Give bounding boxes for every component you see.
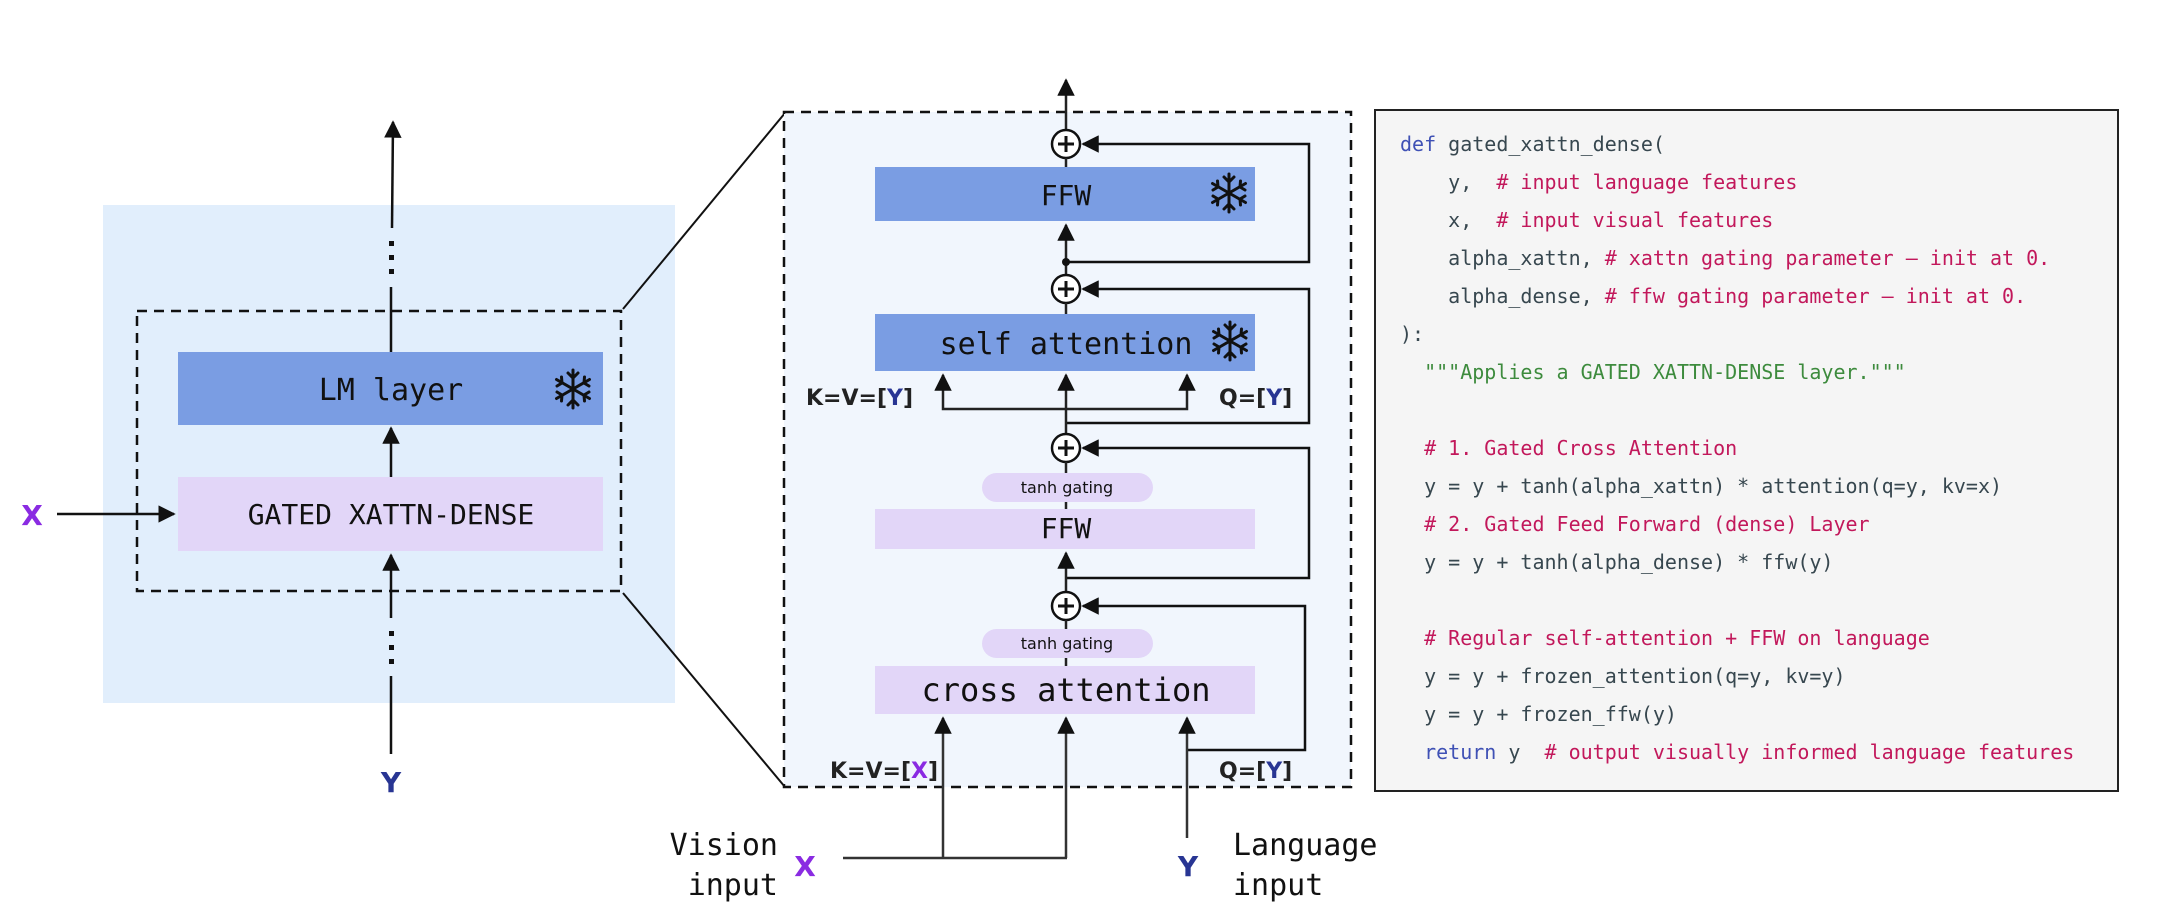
vision-input-var: X	[794, 850, 816, 883]
code-line: y = y + frozen_ffw(y)	[1400, 695, 2117, 733]
plus-circle-icon	[1050, 273, 1082, 305]
vision-input-label-line2: input	[688, 868, 778, 903]
code-keyword: return	[1400, 740, 1497, 764]
plus-circle-icon	[1050, 128, 1082, 160]
code-line: y, # input language features	[1400, 163, 2117, 201]
output-arrow	[384, 120, 402, 229]
plus-circle-icon	[1050, 590, 1082, 622]
code-line: x, # input visual features	[1400, 201, 2117, 239]
code-text: y = y + frozen_attention(q=y, kv=y)	[1400, 664, 1846, 688]
gated-xattn-dense-block: GATED XATTN-DENSE	[178, 477, 603, 551]
residual-skip-line	[1066, 439, 1311, 580]
lm-layer-label: LM layer	[319, 373, 464, 408]
y-input-label: Y	[380, 766, 402, 799]
code-comment: # 1. Gated Cross Attention	[1400, 436, 1738, 460]
code-text: x,	[1400, 208, 1497, 232]
code-line: alpha_xattn, # xattn gating parameter – …	[1400, 239, 2117, 277]
code-text: y = y + tanh(alpha_dense) * ffw(y)	[1400, 550, 1834, 574]
code-text: y = y + frozen_ffw(y)	[1400, 702, 1677, 726]
code-line	[1400, 581, 2117, 619]
language-input: Y Language input	[1177, 828, 1378, 903]
ellipsis-bottom	[389, 631, 394, 664]
code-block: def gated_xattn_dense( y, # input langua…	[1374, 109, 2119, 792]
cross-attention-label: cross attention	[922, 671, 1211, 709]
code-text: y = y + tanh(alpha_xattn) * attention(q=…	[1400, 474, 2003, 498]
self-attention-block: self attention	[875, 314, 1255, 371]
cross-attn-kv-label: K=V=[X]	[830, 759, 938, 784]
ffw-frozen-label: FFW	[1041, 179, 1092, 212]
code-text: y,	[1400, 170, 1497, 194]
residual-skip-line	[1066, 135, 1311, 264]
tanh-gating-label: tanh gating	[1021, 634, 1113, 653]
ffw-gated-label: FFW	[1041, 512, 1092, 545]
code-line: # 1. Gated Cross Attention	[1400, 429, 2117, 467]
ellipsis-top	[389, 241, 394, 274]
zoom-line-bottom	[622, 592, 786, 788]
code-line	[1400, 391, 2117, 429]
code-line: ):	[1400, 315, 2117, 353]
plus-circle-icon	[1050, 432, 1082, 464]
language-input-label-line1: Language	[1233, 828, 1378, 863]
middle-panel: FFW self attention K=V=[Y] Q=[Y] tanh ga…	[782, 78, 1353, 789]
cross-attention-block: cross attention	[875, 666, 1255, 714]
language-input-var: Y	[1177, 850, 1199, 883]
zoom-line-top	[622, 112, 786, 310]
tanh-gating-pill: tanh gating	[982, 473, 1153, 502]
code-keyword: def	[1400, 132, 1437, 156]
code-line: """Applies a GATED XATTN-DENSE layer."""	[1400, 353, 2117, 391]
self-attn-q-label: Q=[Y]	[1219, 386, 1292, 411]
code-docstring: """Applies a GATED XATTN-DENSE layer."""	[1400, 360, 1906, 384]
vision-input-label-line1: Vision	[670, 828, 778, 863]
junction-dot	[1062, 258, 1070, 266]
cross-attention-inputs	[843, 716, 1196, 860]
self-attn-kv-label: K=V=[Y]	[806, 386, 913, 411]
code-line: def gated_xattn_dense(	[1400, 125, 2117, 163]
code-comment: # xattn gating parameter – init at 0.	[1604, 246, 2051, 270]
code-comment: # ffw gating parameter – init at 0.	[1604, 284, 2027, 308]
code-line: y = y + tanh(alpha_xattn) * attention(q=…	[1400, 467, 2117, 505]
code-line: # Regular self-attention + FFW on langua…	[1400, 619, 2117, 657]
code-comment: # 2. Gated Feed Forward (dense) Layer	[1400, 512, 1870, 536]
code-line: y = y + tanh(alpha_dense) * ffw(y)	[1400, 543, 2117, 581]
self-attention-label: self attention	[940, 327, 1193, 362]
x-input-label: X	[21, 499, 43, 532]
code-comment: # input language features	[1496, 170, 1798, 194]
layer-zoom-dashed-box	[135, 309, 623, 593]
code-text: y	[1496, 740, 1545, 764]
language-input-label-line2: input	[1233, 868, 1323, 903]
lm-layer-block: LM layer	[178, 352, 603, 425]
gated-xattn-dense-label: GATED XATTN-DENSE	[248, 498, 535, 531]
residual-skip-line	[1081, 597, 1307, 752]
cross-attn-q-label: Q=[Y]	[1219, 759, 1292, 784]
code-comment: # input visual features	[1496, 208, 1774, 232]
kv-branch-arrow	[934, 373, 1066, 411]
ffw-frozen-block: FFW	[875, 167, 1255, 221]
code-comment: # output visually informed language feat…	[1544, 740, 2075, 764]
code-text: alpha_dense,	[1400, 284, 1605, 308]
code-line: return y # output visually informed lang…	[1400, 733, 2117, 771]
code-line: alpha_dense, # ffw gating parameter – in…	[1400, 277, 2117, 315]
code-text: alpha_xattn,	[1400, 246, 1605, 270]
tanh-gating-label: tanh gating	[1021, 478, 1113, 497]
code-line: y = y + frozen_attention(q=y, kv=y)	[1400, 657, 2117, 695]
left-panel-background	[103, 205, 675, 703]
q-branch-arrow	[1066, 373, 1196, 411]
code-comment: # Regular self-attention + FFW on langua…	[1400, 626, 1930, 650]
left-panel: LM layer GATED XATTN-DENSE X Y	[21, 120, 675, 799]
tanh-gating-pill: tanh gating	[982, 629, 1153, 658]
vision-input: Vision input X	[670, 828, 817, 903]
code-text: gated_xattn_dense(	[1436, 132, 1665, 156]
code-line: # 2. Gated Feed Forward (dense) Layer	[1400, 505, 2117, 543]
code-text: ):	[1400, 322, 1425, 346]
ffw-gated-block: FFW	[875, 509, 1255, 549]
residual-skip-line	[1066, 280, 1311, 425]
